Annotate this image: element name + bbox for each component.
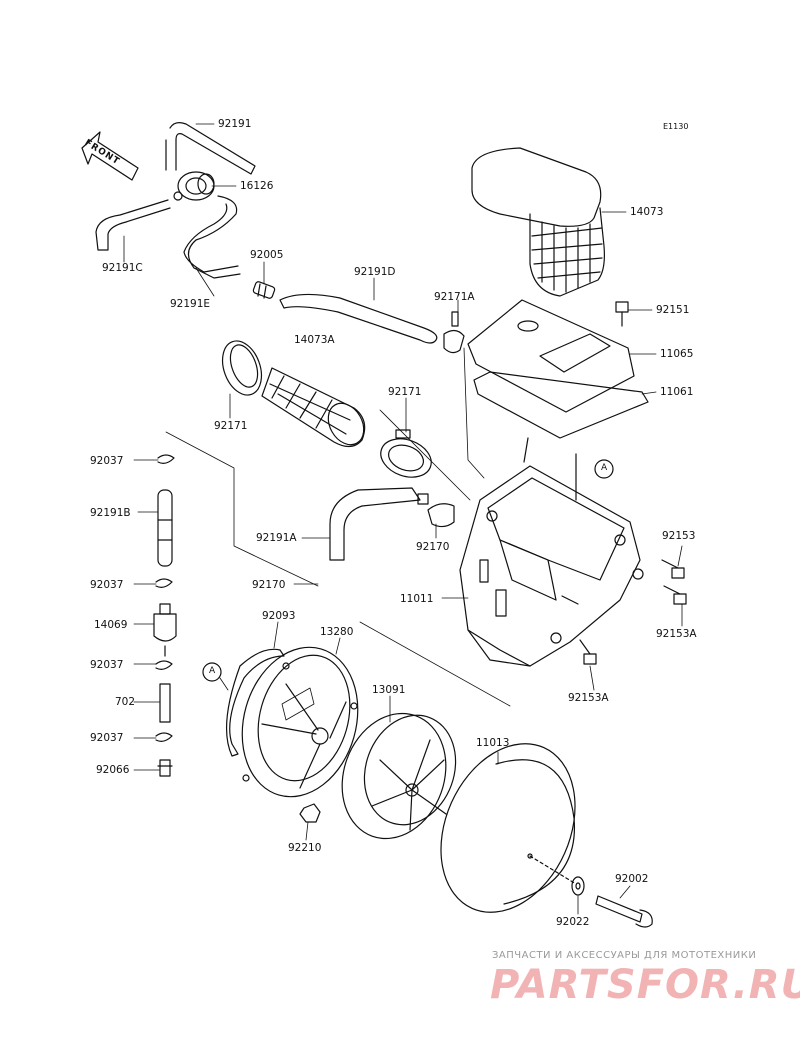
part-label-92002: 92002: [615, 873, 649, 885]
washer-92022: [571, 876, 585, 896]
part-label-92191E: 92191E: [170, 298, 211, 310]
part-label-14073A: 14073A: [294, 334, 335, 346]
part-label-92191: 92191: [218, 118, 252, 130]
gasket-11061: [473, 371, 649, 439]
clamp-92170: [417, 493, 455, 528]
part-label-92171A: 92171A: [434, 291, 475, 303]
part-label-92153: 92153: [662, 530, 696, 542]
watermark-logo: PARTSFOR.RU: [490, 962, 800, 1008]
part-label-92170-b: 92170: [252, 579, 286, 591]
part-label-92210: 92210: [288, 842, 322, 854]
part-label-11065: 11065: [660, 348, 694, 360]
part-label-92191A: 92191A: [256, 532, 297, 544]
part-label-92191C: 92191C: [102, 262, 143, 274]
gasket-ring-92093: [225, 648, 285, 757]
clip-92037-2: [155, 578, 173, 588]
part-label-92151: 92151: [656, 304, 690, 316]
breather-tube-92191: [165, 122, 256, 175]
diagram-code: E1130: [663, 122, 689, 131]
part-label-92005: 92005: [250, 249, 284, 261]
part-label-92037-1: 92037: [90, 455, 124, 467]
part-label-13280: 13280: [320, 626, 354, 638]
foam-cover-14073: [471, 147, 605, 297]
part-label-14073: 14073: [630, 206, 664, 218]
part-label-13091: 13091: [372, 684, 406, 696]
clamp-92171-left: [221, 340, 263, 396]
housing-13280: [241, 646, 359, 798]
part-label-16126: 16126: [240, 180, 274, 192]
hose-92191B: [157, 489, 173, 567]
air-box-11011: [459, 437, 644, 667]
part-label-702: 702: [115, 696, 136, 708]
part-label-92022: 92022: [556, 916, 590, 928]
part-label-92191B: 92191B: [90, 507, 131, 519]
marker-a-left-label: A: [209, 666, 216, 676]
part-label-92170-a: 92170: [416, 541, 450, 553]
fitting-92005: [252, 281, 276, 299]
part-label-11013: 11013: [476, 737, 510, 749]
clamp-92171A: [443, 311, 465, 354]
part-label-92066: 92066: [96, 764, 130, 776]
bolt-92153: [661, 559, 685, 579]
cage-13091: [341, 712, 457, 840]
front-arrow-icon: [81, 131, 139, 181]
screen-tube-14073A: [261, 367, 366, 448]
part-label-92171-left: 92171: [214, 420, 248, 432]
filter-14069: [153, 603, 177, 657]
nut-92210: [299, 803, 321, 823]
tube-702: [159, 683, 171, 723]
hose-92191D: [279, 293, 438, 344]
part-label-92093: 92093: [262, 610, 296, 622]
part-label-92037-3: 92037: [90, 659, 124, 671]
valve-16126: [173, 171, 215, 201]
marker-a-right-icon: [594, 459, 614, 479]
part-label-14069: 14069: [94, 619, 128, 631]
bolt-92153A-right: [663, 585, 687, 605]
clip-92037-3: [155, 660, 173, 670]
hose-92191A: [329, 487, 421, 561]
part-label-92037-2: 92037: [90, 579, 124, 591]
hose-92191E: [183, 195, 241, 279]
marker-a-right-label: A: [601, 463, 608, 473]
part-label-11061: 11061: [660, 386, 694, 398]
bolt-92151: [615, 301, 629, 327]
part-label-92191D: 92191D: [354, 266, 396, 278]
marker-a-left-icon: [202, 662, 222, 682]
part-label-92153A-1: 92153A: [656, 628, 697, 640]
plug-92066: [157, 759, 173, 777]
part-label-92171-right: 92171: [388, 386, 422, 398]
bolt-92002: [595, 895, 653, 928]
clip-92037-4: [155, 732, 173, 742]
part-label-11011: 11011: [400, 593, 434, 605]
clamp-92171-right: [380, 429, 432, 478]
part-label-92153A-2: 92153A: [568, 692, 609, 704]
bolt-92153A-bottom: [579, 639, 597, 665]
foam-filter-11013: [440, 743, 577, 913]
watermark-tagline: ЗАПЧАСТИ И АКСЕССУАРЫ ДЛЯ МОТОТЕХНИКИ: [492, 950, 757, 961]
hose-92191C: [95, 199, 171, 251]
clip-92037-1: [157, 454, 175, 464]
part-label-92037-4: 92037: [90, 732, 124, 744]
cover-plate-11065: [467, 299, 635, 413]
